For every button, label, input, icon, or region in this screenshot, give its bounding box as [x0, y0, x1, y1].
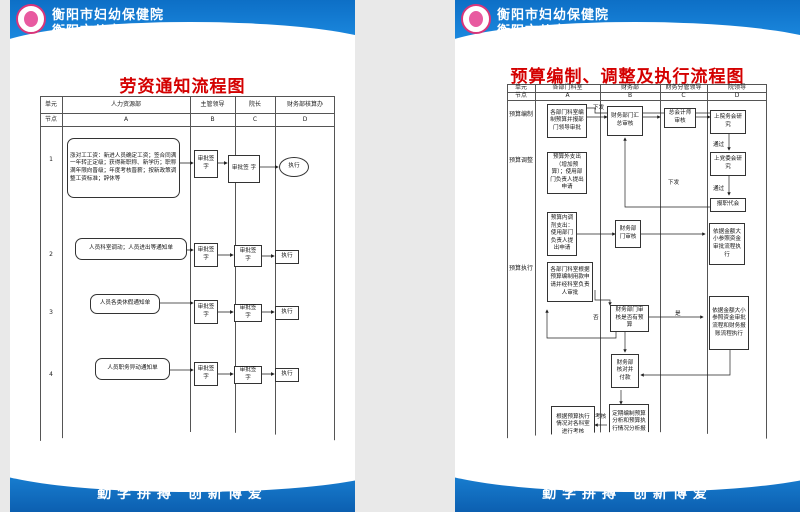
row-number-1: 1 — [49, 156, 53, 164]
execute-box-1: 执行 — [279, 157, 309, 177]
extra-expense-box: 预算外支出（增加预算）；使用部门负责人提出申请 — [547, 152, 587, 194]
motto-text: 勤学拼搏 创新博爱 — [97, 486, 268, 502]
right-connectors — [545, 106, 731, 427]
header-hr: 人力资源部 — [110, 100, 141, 108]
sub-b: B — [210, 115, 215, 123]
header-unit: 单元 — [514, 84, 527, 92]
header-dean: 院长 — [248, 100, 261, 108]
hospital-name-1: 衡阳市妇幼保健院 — [497, 8, 610, 23]
stage-execution: 预算执行 — [508, 265, 533, 273]
approve-box-dean-1: 审批签 字 — [228, 155, 260, 183]
internal-adjust-box: 预算内调剂支出：使用部门负责人提出申请 — [547, 212, 577, 256]
header-departments: 各部门科室 — [552, 84, 583, 92]
sub-c: C — [252, 115, 258, 123]
approve-box-supervisor-3: 审批签字 — [194, 300, 218, 324]
right-title: 预算编制、调整及执行流程图 — [510, 67, 745, 87]
sub-a: A — [123, 115, 129, 123]
hospital-name-2: 衡阳市儿童医院 — [497, 24, 596, 39]
finance-review-box: 财务部门审核 — [615, 220, 641, 248]
dept-budget-box: 各部门科室编制预算并报部门领导审批 — [547, 104, 587, 138]
salary-notice-box: 涨对工工资：新进人员确定工资；签合同满一年转正定级；获得新职称、新学历；职称满年… — [67, 138, 180, 198]
label-pass-1: 通过 — [713, 142, 725, 148]
finance-payment-box: 财务部核对并付款 — [611, 354, 639, 388]
header-curve — [455, 22, 800, 82]
cfo-review-box: 总会计师审核 — [664, 108, 696, 128]
approve-box-supervisor-4: 审批签字 — [194, 362, 218, 386]
sub-node: 节点 — [514, 92, 527, 100]
approve-box-supervisor-1: 审批签字 — [194, 150, 218, 178]
footer-band: 勤学拼搏 创新博爱 — [455, 432, 800, 512]
approval-flow-box-1: 依据金额大小参照资金审批流程执行 — [709, 223, 745, 265]
left-panel: 衡阳市妇幼保健院 衡阳市儿童医院 劳资通知流程图 单元 人力资源部 主管领导 院… — [10, 0, 355, 512]
header-finance: 财务部 — [620, 84, 639, 92]
approve-box-supervisor-2: 审批签字 — [194, 243, 218, 267]
payment-request-box: 各部门科室根据预算编制用款申请并经科室负责人审批 — [547, 262, 593, 302]
hospital-name-2: 衡阳市儿童医院 — [52, 24, 151, 39]
label-assess: 考核 — [595, 414, 607, 420]
footer-band: 勤学拼搏 创新博爱 — [10, 432, 355, 512]
header-hospital-leader: 院领导 — [727, 84, 746, 92]
header-supervisor: 主管领导 — [200, 100, 225, 108]
sub-a: A — [565, 92, 570, 100]
header-finance: 财务部核算办 — [286, 100, 323, 108]
label-no: 否 — [593, 315, 599, 321]
left-connectors — [160, 161, 279, 376]
leave-notice-box: 人员各类休假通知单 — [90, 294, 160, 314]
position-notice-box: 人员职务异动通知单 — [95, 358, 170, 380]
row-number-2: 2 — [49, 251, 53, 259]
party-committee-box: 上党委会研究 — [710, 152, 746, 176]
header-curve — [10, 22, 355, 82]
left-title: 劳资通知流程图 — [119, 77, 246, 97]
workers-congress-box: 报职代会 — [710, 198, 746, 212]
sub-d: D — [734, 92, 740, 100]
header-finance-leader: 财务分管领导 — [665, 84, 702, 92]
label-pass-2: 通过 — [713, 186, 725, 192]
finance-budget-check-box: 财务部门审核是否有预算 — [610, 305, 649, 332]
hospital-logo-icon — [461, 4, 491, 34]
label-issue-1: 下发 — [593, 105, 605, 111]
execute-box-2: 执行 — [275, 250, 299, 264]
approval-flow-box-2: 依据金额大小参照资金审批流程和财务报账流程执行 — [709, 296, 749, 350]
sub-c: C — [681, 92, 686, 100]
approve-box-dean-3: 审批签字 — [234, 304, 262, 322]
hospital-name-1: 衡阳市妇幼保健院 — [52, 8, 165, 23]
header-unit: 单元 — [44, 100, 57, 108]
stage-adjustment: 预算调整 — [508, 157, 533, 165]
row-number-3: 3 — [49, 309, 53, 317]
execute-box-4: 执行 — [275, 368, 299, 382]
transfer-notice-box: 人员科室调动；人员进出等通知单 — [75, 238, 187, 260]
label-issue-2: 下发 — [668, 180, 680, 186]
hospital-logo-icon — [16, 4, 46, 34]
stage-budgeting: 预算编制 — [508, 111, 533, 119]
execute-box-3: 执行 — [275, 306, 299, 320]
approve-box-dean-2: 审批签字 — [234, 245, 262, 267]
sub-node: 节点 — [44, 115, 57, 123]
right-panel: 衡阳市妇幼保健院 衡阳市儿童医院 预算编制、调整及执行流程图 单元 各部门科室 … — [455, 0, 800, 512]
sub-d: D — [302, 115, 308, 123]
council-study-box: 上院务会研究 — [710, 110, 746, 134]
label-yes: 是 — [675, 311, 681, 317]
row-number-4: 4 — [49, 371, 53, 379]
approve-box-dean-4: 审批签字 — [234, 366, 262, 384]
motto-text: 勤学拼搏 创新博爱 — [542, 486, 713, 502]
finance-summary-box: 财务部门汇总审核 — [607, 106, 643, 136]
sub-b: B — [627, 92, 633, 100]
